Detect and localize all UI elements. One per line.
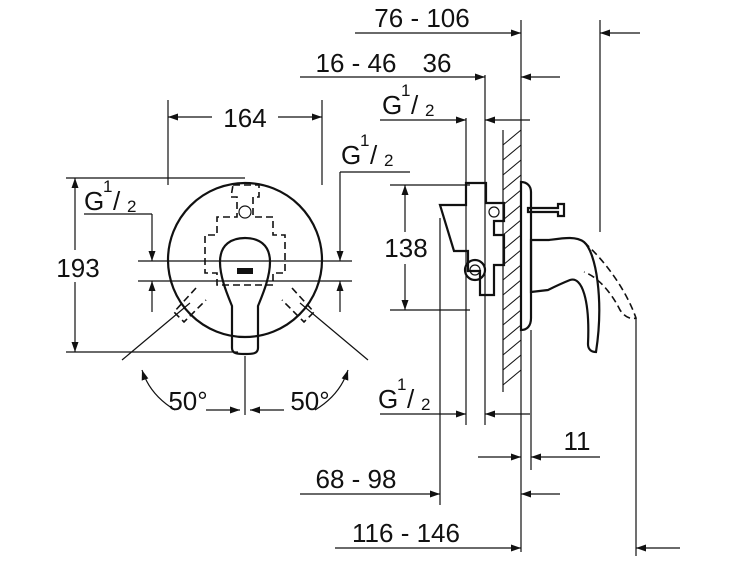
svg-text:2: 2 (421, 395, 430, 414)
dim-front-height: 193 (56, 253, 99, 283)
angle-left: 50° (168, 386, 207, 416)
svg-text:2: 2 (425, 101, 434, 120)
svg-text:G: G (382, 90, 402, 120)
escutcheon-plate (166, 181, 324, 339)
svg-text:G: G (84, 186, 104, 216)
diverter-knob (526, 202, 566, 218)
dim-116-146: 116 - 146 (352, 518, 460, 548)
handle-indicator (237, 268, 253, 274)
valve-inlet-nut (463, 258, 487, 282)
svg-text:2: 2 (127, 197, 136, 216)
svg-text:G: G (378, 384, 398, 414)
dim-68-98: 68 - 98 (316, 464, 397, 494)
dim-front-width: 164 (223, 103, 266, 133)
diverter-hole (238, 205, 252, 219)
thread-label-side-bottom: G 1 / 2 (378, 375, 430, 414)
svg-text:/: / (370, 140, 378, 170)
thread-label-side-top: G 1 / 2 (382, 81, 434, 120)
dim-76-106: 76 - 106 (374, 3, 469, 33)
angle-right: 50° (290, 386, 329, 416)
svg-text:1: 1 (360, 131, 369, 150)
svg-text:/: / (113, 186, 121, 216)
lever-rotated-dashed (583, 241, 638, 320)
lever-handle (218, 236, 272, 356)
valve-body-side (438, 181, 506, 297)
dim-body-height: 138 (384, 233, 427, 263)
dim-36: 36 (423, 48, 452, 78)
thread-label-front-right: G 1 / 2 (341, 131, 393, 170)
svg-text:1: 1 (401, 81, 410, 100)
svg-text:2: 2 (384, 151, 393, 170)
svg-text:1: 1 (397, 375, 406, 394)
svg-text:/: / (407, 384, 415, 414)
hidden-port-right (281, 287, 316, 324)
wall-section (502, 118, 522, 410)
dim-11: 11 (564, 426, 591, 456)
svg-text:/: / (411, 90, 419, 120)
thread-label-front-left: G 1 / 2 (84, 177, 136, 216)
side-view: 76 - 106 16 - 46 36 G 1 / 2 138 G 1 / 2 (300, 3, 680, 556)
svg-text:1: 1 (103, 177, 112, 196)
hidden-port-left (172, 287, 207, 324)
front-view: 164 193 G 1 / 2 G 1 / 2 (50, 100, 410, 416)
dim-16-46: 16 - 46 (316, 48, 397, 78)
hidden-valve-body (204, 184, 286, 286)
escutcheon-side (519, 180, 533, 332)
svg-text:G: G (341, 140, 361, 170)
lever-side (529, 236, 601, 354)
